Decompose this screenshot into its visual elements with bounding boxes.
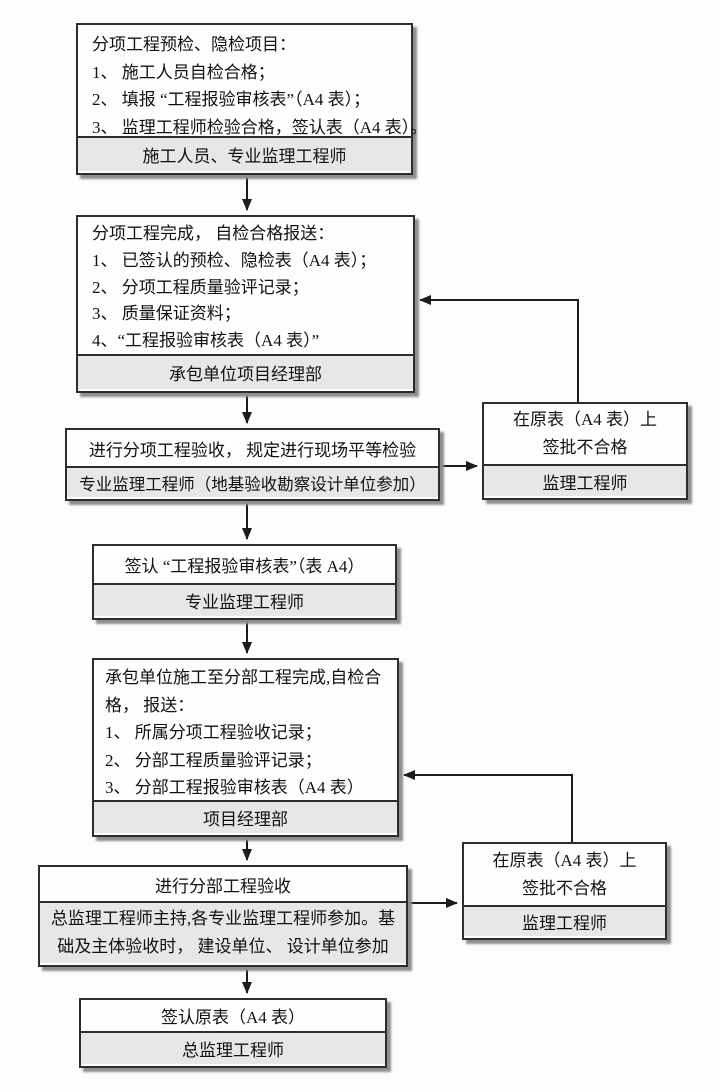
box1-line-4: 3、 监理工程师检验合格，签认表（A4 表）。	[92, 117, 428, 137]
box-reject-sign-2: 在原表（A4 表）上 签批不合格 监理工程师	[462, 842, 667, 940]
box6-title: 进行分部工程验收	[40, 867, 406, 901]
reject1-line-1: 在原表（A4 表）上	[512, 410, 658, 429]
box6-responsible-line-1: 总监理工程师主持,各专业监理工程师参加。基	[50, 909, 396, 928]
box-subitem-complete-submit: 分项工程完成， 自检合格报送： 1、 已签认的预检、隐检表（A4 表）； 2、 …	[76, 215, 415, 393]
box4-responsible-label: 专业监理工程师	[94, 583, 395, 616]
reject1-responsible-label: 监理工程师	[484, 464, 686, 496]
box1-line-2: 1、 施工人员自检合格；	[92, 62, 275, 82]
reject2-responsible-label: 监理工程师	[464, 905, 665, 936]
box5-responsible-label: 项目经理部	[94, 800, 397, 833]
box-reject-sign-1: 在原表（A4 表）上 签批不合格 监理工程师	[482, 402, 688, 500]
box5-line-2: 格， 报送：	[105, 695, 195, 715]
box4-title: 签认 “工程报验审核表”（表 A4）	[94, 546, 395, 583]
reject2-line-1: 在原表（A4 表）上	[492, 850, 637, 870]
box1-responsible-label: 施工人员、专业监理工程师	[78, 136, 411, 171]
reject2-line-2: 签批不合格	[522, 878, 607, 898]
box5-line-1: 承包单位施工至分部工程完成,自检合	[105, 668, 382, 687]
box3-responsible-label: 专业监理工程师（地基验收勘察设计单位参加）	[67, 466, 438, 497]
box-subitem-precheck: 分项工程预检、隐检项目： 1、 施工人员自检合格； 2、 填报 “工程报验审核表…	[76, 23, 428, 175]
box2-line-2: 1、 已签认的预检、隐检表（A4 表）；	[92, 250, 377, 270]
box5-line-3: 1、 所属分项工程验收记录；	[105, 723, 322, 743]
box6-responsible-line-2: 础及主体验收时， 建设单位、 设计单位参加	[57, 937, 389, 956]
box-subdivision-complete-submit: 承包单位施工至分部工程完成,自检合 格， 报送： 1、 所属分项工程验收记录； …	[92, 658, 399, 837]
box1-line-3: 2、 填报 “工程报验审核表”（A4 表）；	[92, 90, 371, 109]
box5-line-5: 3、 分部工程报验审核表（A4 表）	[105, 778, 364, 798]
arrow-reject2-to-box5-loop	[403, 770, 573, 842]
box3-title: 进行分项工程验收， 规定进行现场平等检验	[67, 430, 438, 466]
box2-line-1: 分项工程完成， 自检合格报送：	[92, 224, 335, 243]
box-sign-original-form: 签认原表（A4 表） 总监理工程师	[79, 998, 387, 1068]
box2-line-4: 3、 质量保证资料；	[92, 304, 241, 324]
box2-line-3: 2、 分项工程质量验评记录；	[92, 277, 309, 297]
box7-responsible-label: 总监理工程师	[81, 1031, 385, 1064]
box-subdivision-acceptance: 进行分部工程验收 总监理工程师主持,各专业监理工程师参加。基 础及主体验收时， …	[38, 865, 408, 967]
box2-responsible-label: 承包单位项目经理部	[78, 354, 413, 389]
arrow-reject1-to-box2-loop	[419, 295, 579, 402]
box2-line-5: 4、“工程报验审核表（A4 表）”	[92, 331, 320, 351]
box-sign-review-form: 签认 “工程报验审核表”（表 A4） 专业监理工程师	[92, 544, 397, 620]
box1-line-1: 分项工程预检、隐检项目：	[92, 35, 296, 54]
box-subitem-acceptance: 进行分项工程验收， 规定进行现场平等检验 专业监理工程师（地基验收勘察设计单位参…	[65, 428, 440, 501]
box7-title: 签认原表（A4 表）	[81, 1000, 385, 1031]
box5-line-4: 2、 分部工程质量验评记录；	[105, 750, 322, 770]
reject1-line-2: 签批不合格	[542, 438, 628, 457]
